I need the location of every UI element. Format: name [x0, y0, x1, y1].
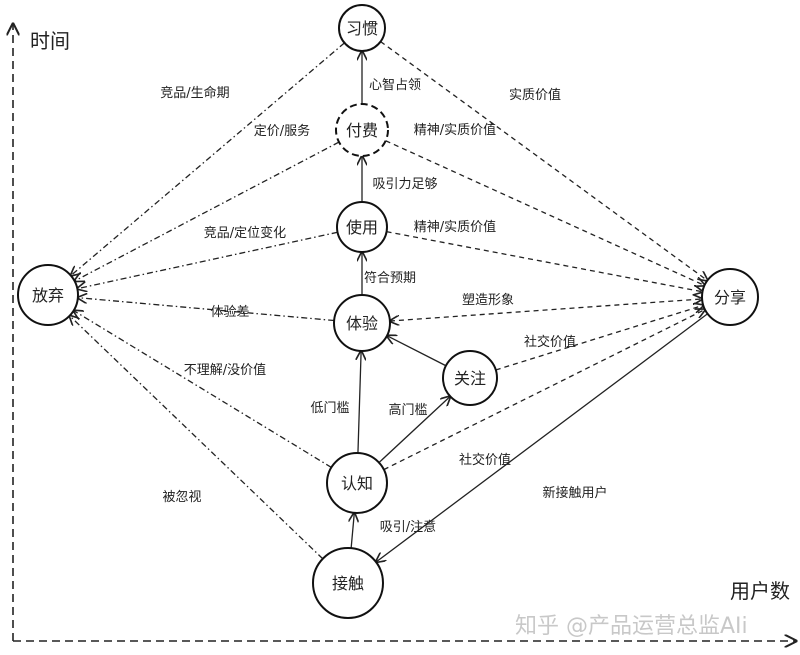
edge-label-cognition_abandon: 不理解/没价值 — [184, 362, 266, 378]
edge-label-cognition_share: 社交价值 — [459, 452, 511, 468]
edge-cognition-experience — [358, 351, 361, 454]
edge-label-share_contact: 新接触用户 — [542, 485, 607, 501]
node-experience — [333, 294, 391, 352]
node-share — [701, 268, 759, 326]
node-label-habit: 习惯 — [346, 19, 378, 38]
node-pay — [335, 103, 389, 157]
edge-label-use_share: 精神/实质价值 — [414, 219, 496, 235]
node-use — [336, 201, 388, 253]
edge-label-pay_share: 精神/实质价值 — [414, 122, 496, 138]
edge-cognition-abandon — [74, 311, 332, 468]
edge-label-experience_use: 符合预期 — [364, 270, 416, 286]
node-label-share: 分享 — [714, 288, 746, 307]
edge-contact-abandon — [70, 316, 324, 560]
edge-label-cognition_experience: 低门槛 — [310, 401, 349, 416]
node-contact — [312, 547, 384, 619]
edge-contact-cognition — [351, 513, 354, 549]
edge-follow-share — [495, 305, 703, 371]
node-habit — [338, 4, 386, 52]
edge-label-experience_share: 塑造形象 — [462, 293, 514, 308]
edge-habit-share — [380, 41, 708, 281]
edge-pay-abandon — [75, 141, 340, 281]
edge-pay-share — [385, 140, 705, 286]
edge-label-use_pay: 吸引力足够 — [372, 177, 437, 192]
x-axis-label: 用户数 — [730, 579, 790, 603]
edge-label-cognition_follow: 高门槛 — [388, 402, 427, 418]
node-label-pay: 付费 — [346, 121, 378, 140]
edge-label-pay_habit: 心智占领 — [369, 78, 421, 93]
node-label-cognition: 认知 — [341, 474, 373, 493]
node-follow — [442, 350, 498, 406]
node-label-experience: 体验 — [346, 314, 378, 333]
y-axis-label: 时间 — [30, 29, 70, 53]
edge-use-abandon — [77, 231, 338, 288]
edge-label-experience_abandon: 体验差 — [210, 304, 249, 320]
node-label-abandon: 放弃 — [32, 286, 64, 305]
edge-habit-abandon — [71, 42, 345, 276]
edge-label-contact_cognition: 吸引/注意 — [380, 519, 436, 535]
node-cognition — [326, 452, 388, 514]
edge-cognition-follow — [378, 396, 450, 464]
watermark: 知乎 @产品运营总监AIi — [515, 614, 748, 639]
edge-cognition-share — [383, 309, 705, 471]
edge-experience-abandon — [78, 298, 335, 322]
node-label-follow: 关注 — [454, 369, 486, 388]
edge-label-follow_share: 社交价值 — [524, 334, 576, 350]
node-label-contact: 接触 — [332, 574, 364, 593]
edge-experience-share — [390, 299, 702, 321]
edge-label-habit_share: 实质价值 — [509, 87, 561, 103]
edge-use-share — [386, 231, 703, 292]
edge-label-habit_abandon: 竞品/生命期 — [160, 85, 229, 101]
edge-share-contact — [376, 313, 708, 562]
edge-label-pay_abandon: 定价/服务 — [254, 123, 310, 139]
node-abandon — [17, 264, 79, 326]
edge-follow-experience — [387, 336, 447, 367]
node-label-use: 使用 — [346, 218, 378, 237]
edge-label-use_abandon: 竞品/定位变化 — [204, 225, 286, 241]
edge-label-contact_abandon: 被忽视 — [162, 490, 201, 505]
